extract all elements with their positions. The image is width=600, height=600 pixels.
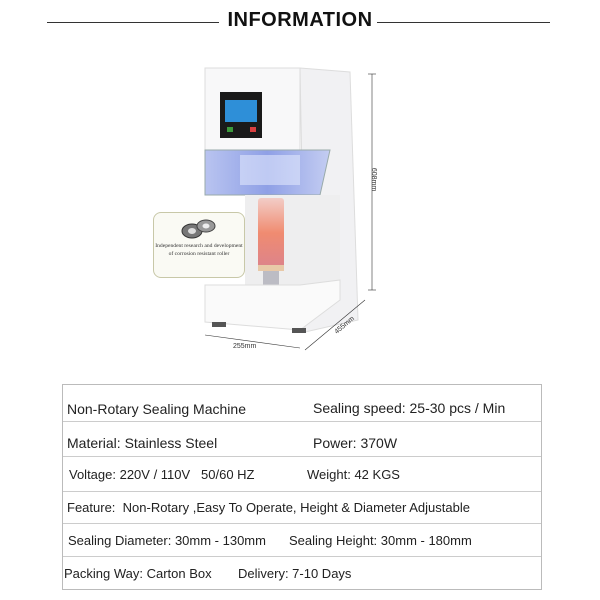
spec-cell: Packing Way: Carton Box	[64, 566, 212, 581]
header-rule-right	[377, 22, 550, 23]
height-dimension: 608mm	[370, 167, 378, 192]
spec-cell: Feature: Non-Rotary ,Easy To Operate, He…	[67, 500, 470, 515]
roller-callout: Independent research and development of …	[153, 212, 245, 278]
roller-icon	[181, 219, 216, 239]
page-title: INFORMATION	[227, 9, 373, 31]
spec-row: Feature: Non-Rotary ,Easy To Operate, He…	[63, 491, 541, 524]
machine-base	[204, 279, 341, 331]
spec-cell: Voltage: 220V / 110V 50/60 HZ	[69, 467, 255, 482]
sealing-machine-illustration	[204, 67, 376, 351]
spec-cell: Material: Stainless Steel	[67, 435, 218, 451]
display-icon	[225, 100, 257, 122]
header-rule-left	[47, 22, 219, 23]
depth-dim-line	[304, 299, 366, 351]
cup	[258, 198, 284, 268]
spec-row: Voltage: 220V / 110V 50/60 HZ Weight: 42…	[63, 456, 541, 492]
spec-row: Material: Stainless Steel Power: 370W	[63, 421, 541, 457]
spec-row: Sealing Diameter: 30mm - 130mm Sealing H…	[63, 523, 541, 557]
spec-row: Non-Rotary Sealing Machine Sealing speed…	[63, 385, 541, 422]
width-dim-line	[204, 334, 301, 349]
callout-text: Independent research and development of …	[155, 243, 243, 257]
start-button-icon	[227, 127, 233, 132]
spec-cell: Sealing Height: 30mm - 180mm	[289, 533, 472, 548]
spec-table: Non-Rotary Sealing Machine Sealing speed…	[62, 384, 542, 590]
spec-cell: Power: 370W	[313, 435, 398, 451]
spec-row: Packing Way: Carton Box Delivery: 7-10 D…	[63, 556, 541, 590]
spec-cell: Delivery: 7-10 Days	[238, 566, 352, 581]
spec-cell: Sealing speed: 25-30 pcs / Min	[313, 400, 506, 416]
stop-button-icon	[250, 127, 256, 132]
width-dimension: 255mm	[233, 343, 257, 350]
spec-cell: Sealing Diameter: 30mm - 130mm	[68, 533, 266, 548]
spec-cell: Non-Rotary Sealing Machine	[67, 401, 246, 417]
spec-cell: Weight: 42 KGS	[307, 467, 400, 482]
